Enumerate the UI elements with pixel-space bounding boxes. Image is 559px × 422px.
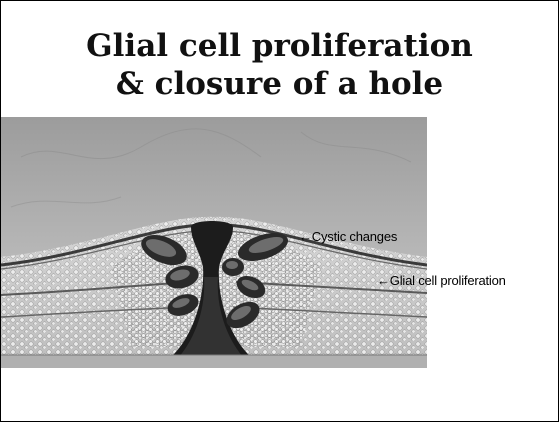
cystic-changes-label: ←Cystic changes <box>299 229 397 244</box>
title-line-1: Glial cell proliferation <box>1 27 558 65</box>
glial-proliferation-label: ←Glial cell proliferation <box>377 273 506 288</box>
title-line-2: & closure of a hole <box>1 65 558 103</box>
slide-title: Glial cell proliferation & closure of a … <box>1 27 558 103</box>
